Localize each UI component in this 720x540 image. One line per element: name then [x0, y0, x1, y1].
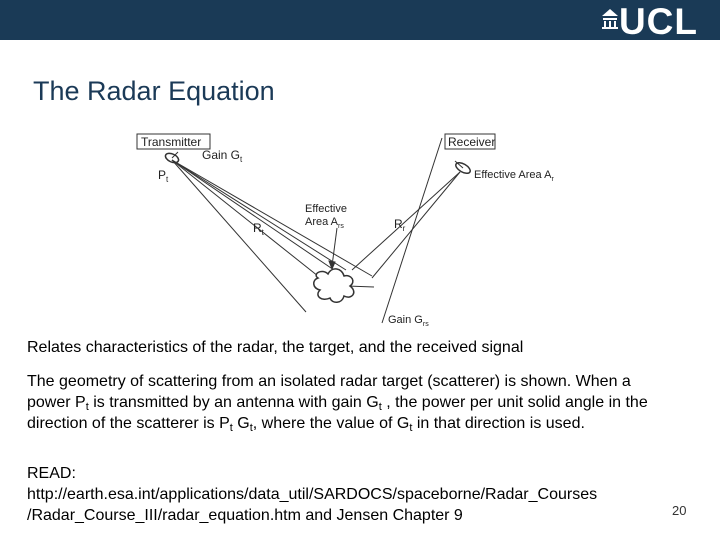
scatterer-target-icon — [313, 268, 355, 303]
read-label: READ: — [27, 465, 76, 482]
logo-text: UCL — [618, 1, 698, 42]
reading-url-part2[interactable]: /Radar_Course_III/radar_equation.htm and… — [27, 507, 463, 524]
summary-paragraph: Relates characteristics of the radar, th… — [27, 339, 524, 356]
reading-url-part1[interactable]: http://earth.esa.int/applications/data_u… — [27, 486, 598, 503]
receiver-box — [444, 133, 496, 150]
transmitter-beam — [171, 159, 373, 313]
portico-icon — [601, 9, 618, 29]
geometry-paragraph: The geometry of scattering from an isola… — [27, 373, 648, 434]
slide-title: The Radar Equation — [33, 76, 275, 106]
power-tx-label: Pt — [158, 168, 169, 184]
gain-tx-label: Gain Gt — [202, 148, 243, 164]
range-tx-label: Rt — [253, 221, 265, 237]
slide-number: 20 — [672, 503, 687, 518]
effective-area-target-line2: Area Ars — [305, 216, 344, 230]
transmitter-label: Transmitter — [141, 135, 201, 149]
transmitter-antenna-icon — [164, 151, 180, 164]
effective-area-rx-label: Effective Area Ar — [474, 169, 554, 183]
receiver-antenna-icon — [454, 160, 471, 175]
header-bar: UCL — [0, 0, 720, 40]
radar-geometry-diagram: Transmitter Receiver Gain Gt Pt Rt Rr Ef… — [136, 133, 554, 328]
transmitter-box — [136, 133, 211, 150]
reading-paragraph: READ: http://earth.esa.int/applications/… — [27, 463, 677, 526]
effective-area-target-line1: Effective — [305, 203, 347, 215]
receiver-path — [351, 137, 461, 324]
gain-target-label: Gain Grs — [388, 314, 429, 328]
ucl-logo: UCL — [601, 1, 698, 42]
range-rx-label: Rr — [394, 217, 406, 233]
receiver-label: Receiver — [448, 135, 495, 149]
